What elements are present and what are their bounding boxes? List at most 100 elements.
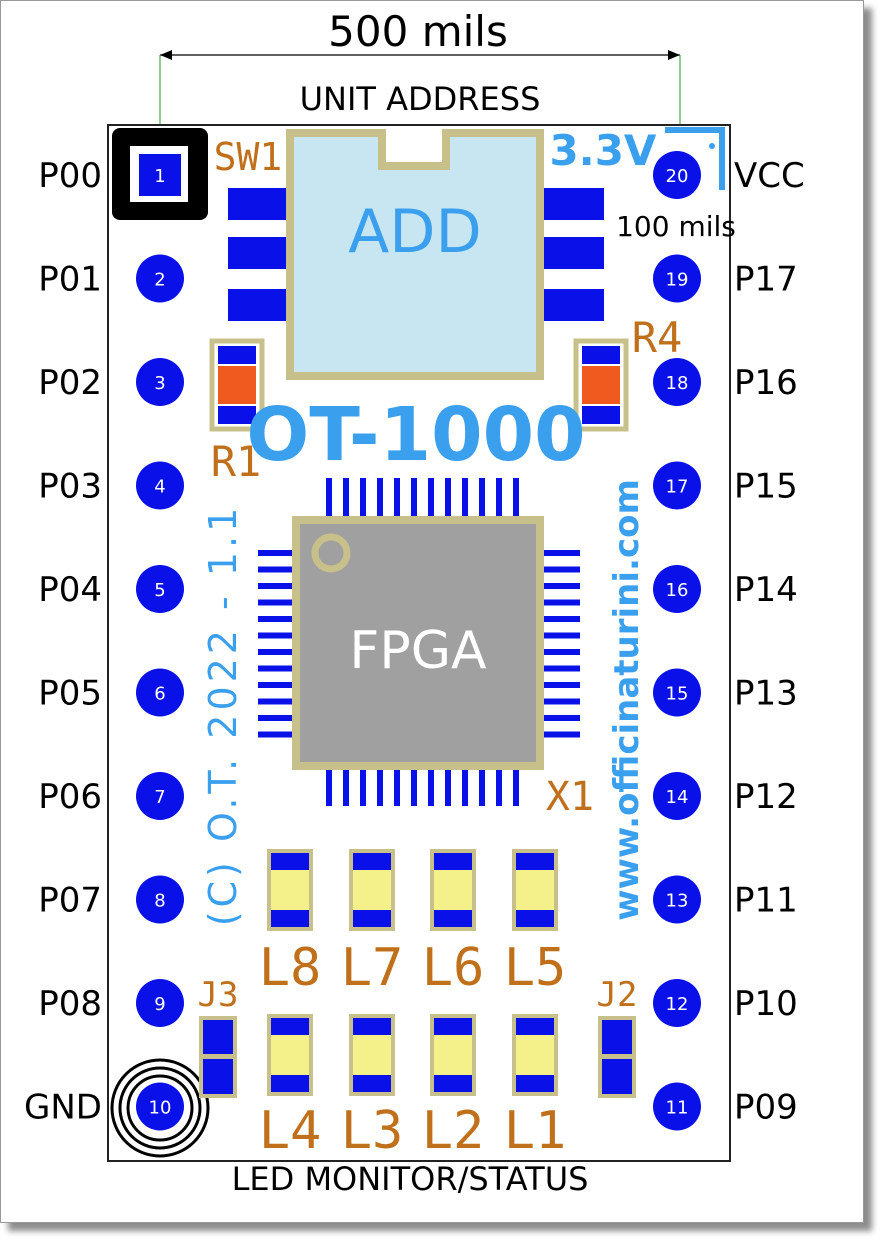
board-name: OT-1000 bbox=[246, 392, 585, 478]
pin-label: P10 bbox=[734, 984, 798, 1024]
led-designator: L5 bbox=[504, 938, 567, 998]
address-switch-sw1: ADD bbox=[228, 129, 604, 380]
pin-number: 10 bbox=[149, 1098, 172, 1119]
sw1-designator: SW1 bbox=[214, 135, 283, 179]
pin-label: P13 bbox=[734, 674, 798, 714]
pin-pad bbox=[653, 254, 701, 303]
resistor-r4 bbox=[573, 338, 629, 432]
pin-number: 9 bbox=[154, 994, 165, 1015]
j3-designator: J3 bbox=[198, 975, 239, 1015]
pin-pad bbox=[136, 772, 184, 820]
dimension-500-mils: 500 mils bbox=[159, 7, 681, 290]
pin-number: 4 bbox=[154, 477, 165, 498]
switch-label: ADD bbox=[348, 197, 481, 267]
pin-label: P17 bbox=[734, 260, 798, 300]
led-designator: L6 bbox=[422, 938, 485, 998]
pin-label: P06 bbox=[38, 777, 102, 817]
gnd-target-rings bbox=[110, 1058, 210, 1158]
pin-pad bbox=[653, 875, 701, 924]
pin-number: 7 bbox=[154, 787, 165, 808]
pin-number: 15 bbox=[666, 684, 689, 705]
jumper-j3 bbox=[199, 1016, 237, 1098]
copyright-text: (C) O.T. 2022 - 1.1 bbox=[201, 504, 245, 927]
pin-pad bbox=[136, 461, 184, 510]
pin-label: P16 bbox=[734, 363, 798, 403]
led-designator: L1 bbox=[504, 1101, 567, 1161]
led bbox=[267, 849, 313, 931]
pitch-dimension-label: 100 mils bbox=[616, 210, 736, 243]
led bbox=[430, 1014, 476, 1096]
pin-pad bbox=[136, 979, 184, 1027]
pin-number: 3 bbox=[154, 373, 165, 394]
fpga-chip bbox=[292, 516, 544, 770]
r4-designator: R4 bbox=[632, 313, 683, 362]
pin-pad bbox=[136, 1082, 184, 1131]
led bbox=[512, 1014, 558, 1096]
voltage-label: 3.3V bbox=[550, 126, 657, 175]
pin-number: 1 bbox=[154, 166, 165, 187]
j2-designator: J2 bbox=[597, 975, 638, 1015]
led bbox=[349, 849, 395, 931]
chip-label: FPGA bbox=[349, 621, 487, 681]
pin-pad bbox=[653, 668, 701, 717]
led-designator: L2 bbox=[422, 1101, 485, 1161]
pin-number: 6 bbox=[154, 684, 165, 705]
resistor-r1 bbox=[209, 338, 265, 432]
led-designator: L4 bbox=[259, 1101, 322, 1161]
pin-pad bbox=[653, 1082, 701, 1131]
pin-label: P12 bbox=[734, 777, 798, 817]
pin-pad bbox=[653, 461, 701, 510]
pin-pad bbox=[136, 565, 184, 613]
pin-number: 14 bbox=[666, 787, 689, 808]
led bbox=[512, 849, 558, 931]
pin-label: P03 bbox=[38, 467, 102, 507]
left-pin-header: 1 P00 2 P01 3 P02 4 P03 5 P04 6 P05 7 P06 8 P07 9 P08 10 GN… bbox=[24, 154, 184, 1131]
pin-label: VCC bbox=[734, 156, 805, 196]
led-designator: L7 bbox=[341, 938, 404, 998]
pin-label: P08 bbox=[38, 984, 102, 1024]
led bbox=[349, 1014, 395, 1096]
pin-pad bbox=[136, 668, 184, 717]
pin-number: 11 bbox=[666, 1098, 689, 1119]
led-designator: L3 bbox=[341, 1101, 404, 1161]
pin-label: P04 bbox=[38, 570, 102, 610]
right-pin-header: 20 VCC 19 P17 18 P16 17 P15 16 P14 15 P13 14 P12 13 P11… bbox=[653, 151, 805, 1131]
pin-number: 20 bbox=[666, 166, 689, 187]
pin-number: 19 bbox=[666, 270, 689, 291]
pin-number: 2 bbox=[154, 270, 165, 291]
pin-pad bbox=[136, 358, 184, 406]
dimension-width-label: 500 mils bbox=[328, 7, 508, 56]
unit-address-label: UNIT ADDRESS bbox=[300, 80, 541, 118]
vcc-corner-mark bbox=[665, 127, 725, 190]
pin-pad bbox=[653, 979, 701, 1027]
pin-pad bbox=[136, 875, 184, 924]
pin-label: P05 bbox=[38, 674, 102, 714]
pin-label: P15 bbox=[734, 467, 798, 507]
pin-number: 16 bbox=[666, 580, 689, 601]
pin-label: GND bbox=[24, 1088, 102, 1128]
pin-label: P14 bbox=[734, 570, 798, 610]
pin-label: P09 bbox=[734, 1088, 798, 1128]
pin-number: 5 bbox=[154, 580, 165, 601]
pin-number: 13 bbox=[666, 891, 689, 912]
fpga-pins bbox=[258, 478, 580, 806]
pin-label: P07 bbox=[38, 881, 102, 921]
pin-label: P00 bbox=[38, 156, 102, 196]
pin-pad bbox=[653, 565, 701, 613]
pin-label: P01 bbox=[38, 260, 102, 300]
led-monitor-label: LED MONITOR/STATUS bbox=[232, 1160, 589, 1198]
pin-number: 12 bbox=[666, 994, 689, 1015]
website-text: www.officinaturini.com bbox=[607, 479, 647, 921]
pin-pad bbox=[653, 151, 701, 199]
x1-designator: X1 bbox=[546, 774, 594, 820]
pin-label: P11 bbox=[734, 881, 798, 921]
led bbox=[430, 849, 476, 931]
led-designator: L8 bbox=[259, 938, 322, 998]
pin-number: 8 bbox=[154, 891, 165, 912]
pin-number: 18 bbox=[666, 373, 689, 394]
pin-number: 17 bbox=[666, 477, 689, 498]
pin-label: P02 bbox=[38, 363, 102, 403]
led bbox=[267, 1014, 313, 1096]
r1-designator: R1 bbox=[211, 437, 262, 486]
